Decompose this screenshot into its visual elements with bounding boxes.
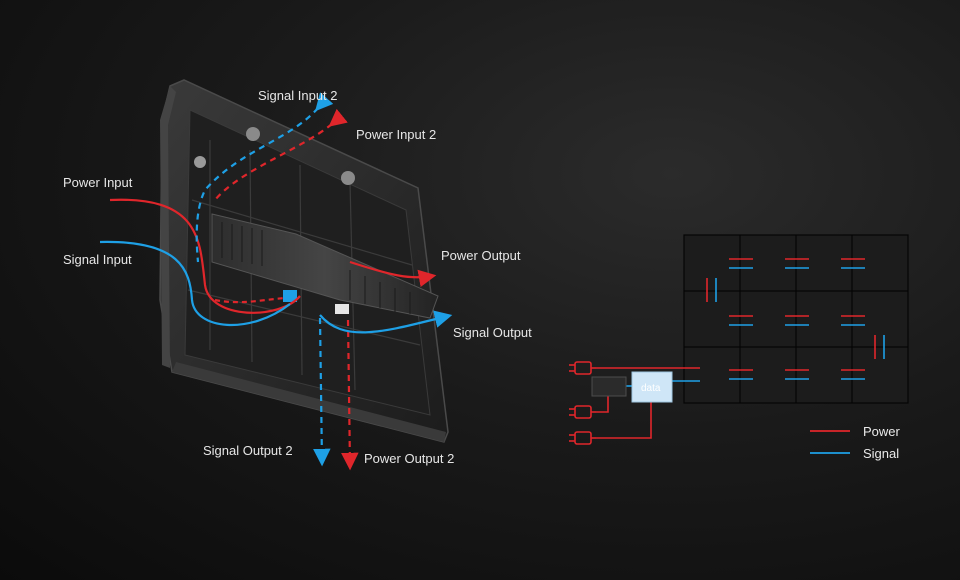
power-plug-icon <box>569 361 596 375</box>
signal-flow-input2 <box>195 92 334 263</box>
connector-top-left <box>246 127 260 141</box>
grid-lines <box>684 235 908 403</box>
input-wiring <box>596 367 700 439</box>
label-power-output-2: Power Output 2 <box>364 451 454 466</box>
connector-top-right <box>341 171 355 185</box>
data-box-label: data <box>641 383 661 394</box>
legend: Power Signal <box>810 424 901 461</box>
cabinet-labels: Signal Input 2 Power Input 2 Power Input… <box>63 88 532 466</box>
legend-power-label: Power <box>863 424 901 439</box>
cabinet-bottom-rail <box>172 362 446 442</box>
label-signal-input: Signal Input <box>63 252 132 267</box>
label-power-input: Power Input <box>63 175 133 190</box>
label-signal-output: Signal Output <box>453 325 532 340</box>
label-power-input-2: Power Input 2 <box>356 127 436 142</box>
label-power-output: Power Output <box>441 248 521 263</box>
controller-box-icon <box>591 376 627 397</box>
power-flow-input2 <box>214 108 348 201</box>
power-flow-inner <box>214 296 286 304</box>
cabinet-side-rail <box>160 86 176 368</box>
label-signal-input-2: Signal Input 2 <box>258 88 338 103</box>
power-port-block <box>335 304 349 314</box>
led-cabinet <box>159 79 449 443</box>
label-signal-output-2: Signal Output 2 <box>203 443 293 458</box>
cabinet-flow-lines <box>99 92 453 471</box>
signal-flow-output2 <box>313 317 331 467</box>
power-flow-output2 <box>341 319 359 471</box>
power-plug-icon <box>569 405 596 419</box>
grid-connections <box>706 258 885 380</box>
power-plug-icon <box>569 431 596 445</box>
wiring-diagram: data <box>569 234 909 445</box>
signal-flow-input <box>99 240 291 326</box>
data-box <box>631 371 673 403</box>
legend-signal-label: Signal <box>863 446 899 461</box>
signal-port-block <box>283 290 297 302</box>
power-flow-output <box>349 260 437 288</box>
power-module <box>211 213 439 319</box>
signal-flow-output <box>319 310 453 334</box>
connector-left <box>194 156 206 168</box>
power-flow-input <box>109 198 301 314</box>
